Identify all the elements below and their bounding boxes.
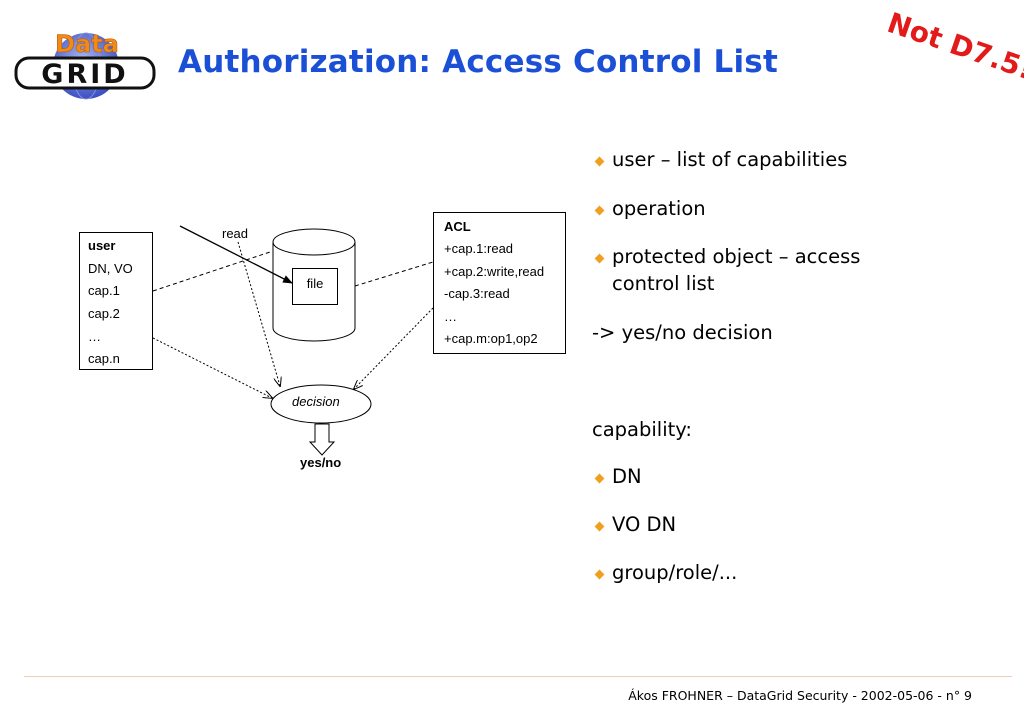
footer-divider — [24, 676, 1012, 677]
user-box-line: cap.2 — [88, 306, 120, 322]
user-box-line: … — [88, 328, 101, 344]
acl-entry: +cap.m:op1,op2 — [444, 330, 538, 346]
acl-box: ACL +cap.1:read +cap.2:write,read -cap.3… — [433, 212, 566, 354]
bullet-group-role: group/role/... — [612, 561, 738, 584]
acl-entry: +cap.1:read — [444, 241, 514, 257]
user-to-decision-arrow — [152, 337, 272, 398]
result-label: yes/no — [300, 455, 342, 470]
decision-label: decision — [292, 394, 340, 409]
acl-entry: -cap.3:read — [444, 286, 510, 302]
bullet-dn: DN — [612, 465, 642, 488]
user-box-line: DN, VO — [88, 260, 133, 276]
user-box-title: user — [88, 238, 116, 253]
bullet-protected-object: protected object – access — [612, 245, 861, 268]
read-label: read — [222, 226, 249, 241]
bullet-vo-dn: VO DN — [612, 513, 677, 536]
footer-text: Ákos FROHNER – DataGrid Security - 2002-… — [628, 688, 972, 703]
acl-entry: +cap.2:write,read — [444, 263, 545, 279]
file-box: file — [292, 268, 338, 305]
bullet-user: user – list of capabilities — [612, 148, 848, 171]
user-to-object-link — [152, 250, 274, 292]
datagrid-logo: GRID Data — [14, 30, 156, 100]
logo-grid-text: GRID — [41, 59, 128, 90]
result-arrow — [308, 423, 336, 456]
logo-data-text: Data — [55, 30, 119, 58]
object-to-acl-link — [354, 261, 434, 287]
read-to-decision-arrow — [237, 241, 280, 386]
user-box-line: cap.n — [88, 351, 120, 367]
capability-heading: capability: — [592, 418, 692, 441]
decision-line: -> yes/no decision — [592, 321, 773, 344]
decision-node — [270, 384, 372, 424]
acl-entry: … — [444, 308, 457, 324]
read-arrow — [179, 225, 293, 284]
bullet-protected-object-cont: control list — [612, 272, 715, 295]
bullet-operation: operation — [612, 197, 706, 220]
acl-box-title: ACL — [444, 219, 471, 234]
user-box: user DN, VO cap.1 cap.2 … cap.n — [79, 232, 153, 370]
acl-to-decision-arrow — [354, 307, 434, 389]
user-box-line: cap.1 — [88, 283, 120, 299]
page-title: Authorization: Access Control List — [178, 44, 778, 80]
